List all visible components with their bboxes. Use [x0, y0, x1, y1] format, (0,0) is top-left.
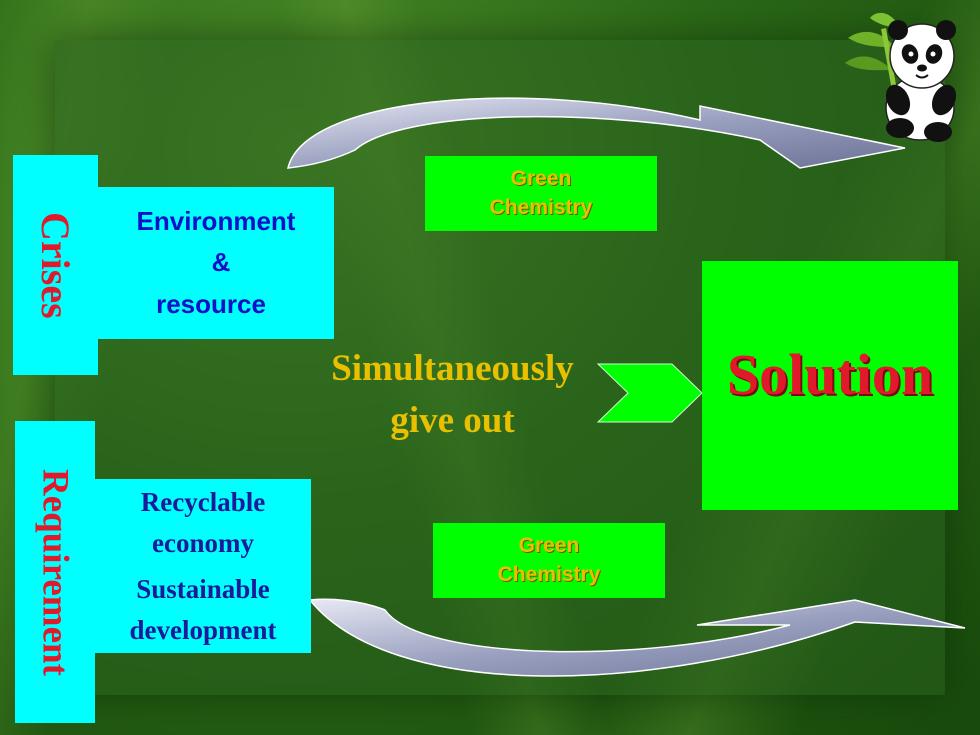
crises-line-environment: Environment	[136, 205, 296, 236]
bottom-curved-arrow	[308, 598, 966, 677]
panda-icon	[845, 12, 957, 142]
solution-box: Solution	[702, 261, 958, 510]
chevron-arrow-icon	[596, 363, 703, 423]
green-chemistry-top: Green Chemistry	[425, 156, 657, 231]
green-chemistry-bottom: Green Chemistry	[433, 523, 665, 598]
green-top-line2: Chemistry	[489, 195, 593, 219]
req-line-economy: economy	[152, 527, 254, 558]
requirement-label: Requirement	[34, 468, 76, 676]
req-line-sustainable: Sustainable	[136, 574, 270, 604]
recyclable-sustainable-box: Recyclable economy Sustainable developme…	[95, 479, 311, 653]
green-top-line1: Green	[510, 167, 572, 191]
center-line-simultaneously: Simultaneously	[331, 348, 574, 389]
environment-resource-box: Environment & resource	[98, 187, 334, 339]
center-text: Simultaneously give out	[300, 343, 605, 447]
center-line-give-out: give out	[390, 399, 515, 441]
crises-line-resource: resource	[156, 288, 266, 319]
req-line-recyclable: Recyclable	[140, 487, 266, 517]
green-bottom-line2: Chemistry	[497, 562, 601, 586]
crises-label-box: Crises	[13, 155, 98, 375]
crises-line-ampersand: &	[211, 247, 231, 278]
green-bottom-line1: Green	[518, 534, 580, 558]
top-curved-arrow	[287, 97, 906, 169]
requirement-label-box: Requirement	[15, 421, 95, 723]
crises-label: Crises	[33, 211, 78, 319]
req-line-development: development	[129, 614, 277, 645]
solution-label: Solution	[726, 342, 934, 407]
